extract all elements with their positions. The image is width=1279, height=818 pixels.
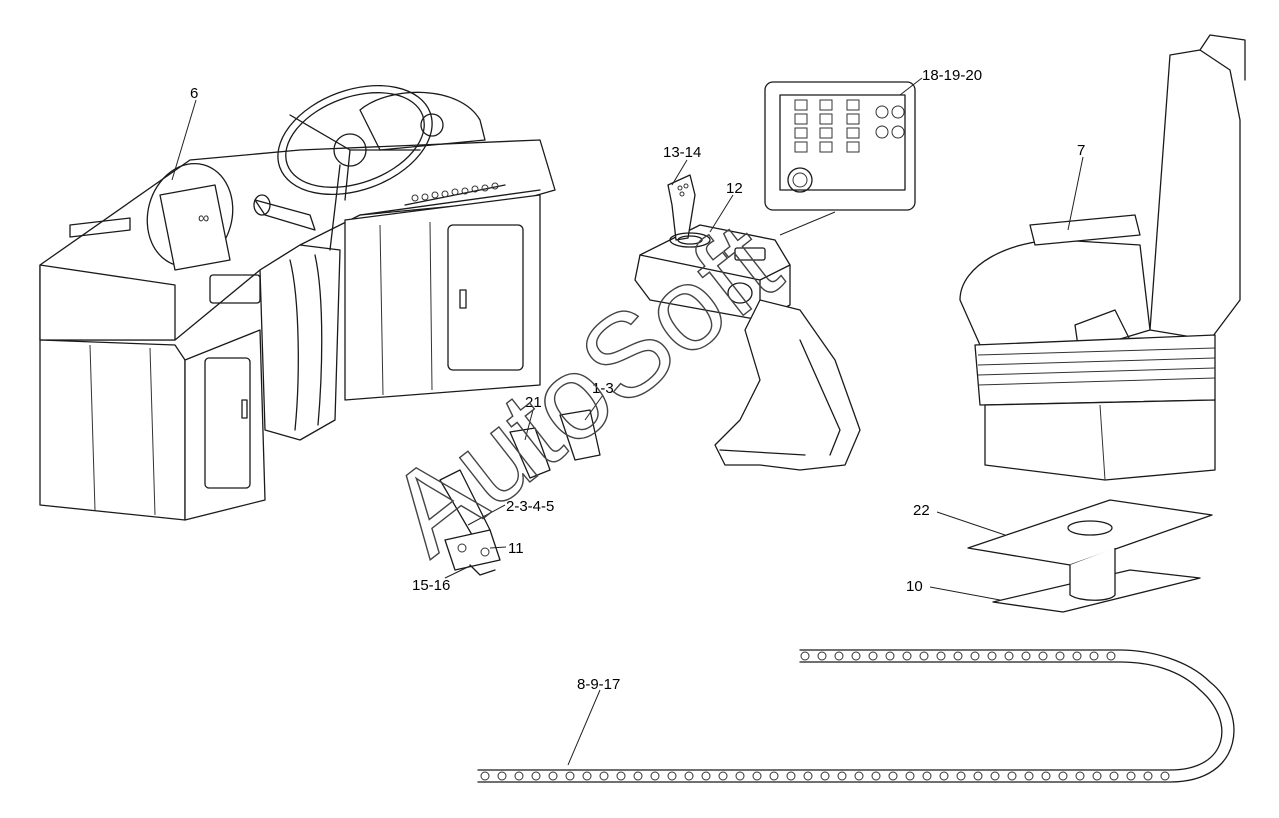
chain-link	[1089, 651, 1099, 661]
chain-link	[514, 771, 524, 781]
label-21: 21	[525, 394, 542, 411]
label-7: 7	[1077, 142, 1085, 159]
chain-link	[936, 651, 946, 661]
rocker-switch-grid	[794, 99, 860, 153]
label-8-9-17: 8-9-17	[577, 676, 620, 693]
chain-link	[922, 771, 932, 781]
chain-link	[987, 651, 997, 661]
chain-link	[905, 771, 915, 781]
switch-panel-inset	[764, 81, 916, 236]
label-22: 22	[913, 502, 930, 519]
label-13-14: 13-14	[663, 144, 701, 161]
label-6: 6	[190, 85, 198, 102]
label-10: 10	[906, 578, 923, 595]
chain-link	[1143, 771, 1153, 781]
label-11: 11	[508, 540, 524, 557]
label-1-3: 1-3	[592, 380, 614, 397]
dashboard-console: ∞	[39, 84, 556, 521]
chain-link	[1126, 771, 1136, 781]
chain-link	[851, 651, 861, 661]
chain-link	[735, 771, 745, 781]
chain-link	[1075, 771, 1085, 781]
chain-link	[953, 651, 963, 661]
chain-link	[1021, 651, 1031, 661]
svg-text:∞: ∞	[198, 210, 209, 227]
chain-link	[888, 771, 898, 781]
chain-link	[1024, 771, 1034, 781]
chain-link	[1007, 771, 1017, 781]
chain-link	[800, 651, 810, 661]
chain-link	[752, 771, 762, 781]
chain-link	[718, 771, 728, 781]
chain-link	[1038, 651, 1048, 661]
chain-link	[1160, 771, 1170, 781]
chain-link	[497, 771, 507, 781]
chain-link	[1058, 771, 1068, 781]
chain-link	[1072, 651, 1082, 661]
chain-link	[820, 771, 830, 781]
chain-link	[1041, 771, 1051, 781]
chain-link	[837, 771, 847, 781]
chain-link	[599, 771, 609, 781]
chain-link	[939, 771, 949, 781]
chain-link	[633, 771, 643, 781]
callout-labels: 6 18-19-20 13-14 12 7 21 1-3 2-3-4-5 11 …	[190, 67, 1085, 693]
chain-link	[1055, 651, 1065, 661]
chain-link	[684, 771, 694, 781]
label-18-19-20: 18-19-20	[922, 67, 982, 84]
chain-link	[701, 771, 711, 781]
chain-link	[956, 771, 966, 781]
pedal-assembly	[439, 409, 601, 576]
chain-link	[650, 771, 660, 781]
chain-link	[548, 771, 558, 781]
chain-links	[480, 651, 1170, 781]
chain-link	[919, 651, 929, 661]
operator-seat	[959, 34, 1246, 481]
label-12: 12	[726, 180, 743, 197]
chain-link	[970, 651, 980, 661]
label-2-3-4-5: 2-3-4-5	[506, 498, 554, 515]
leader-lines	[171, 77, 1084, 766]
chain-link	[1092, 771, 1102, 781]
chain-link	[565, 771, 575, 781]
label-15-16: 15-16	[412, 577, 450, 594]
chain-link	[1109, 771, 1119, 781]
chain-link	[871, 771, 881, 781]
chain-link	[616, 771, 626, 781]
chain-link	[868, 651, 878, 661]
chain-link	[885, 651, 895, 661]
chain-link	[1106, 651, 1116, 661]
chain-link	[667, 771, 677, 781]
switch-row	[411, 182, 499, 202]
chain-link	[786, 771, 796, 781]
chain-link	[817, 651, 827, 661]
chain-link	[803, 771, 813, 781]
armrest-control	[634, 174, 861, 471]
seat-mount-plates	[967, 499, 1213, 613]
chain-link	[531, 771, 541, 781]
roller-chain	[477, 649, 1235, 783]
chain-link	[990, 771, 1000, 781]
chain-link	[902, 651, 912, 661]
chain-link	[1004, 651, 1014, 661]
chain-link	[854, 771, 864, 781]
chain-link	[480, 771, 490, 781]
chain-link	[582, 771, 592, 781]
chain-link	[769, 771, 779, 781]
chain-link	[834, 651, 844, 661]
chain-link	[973, 771, 983, 781]
